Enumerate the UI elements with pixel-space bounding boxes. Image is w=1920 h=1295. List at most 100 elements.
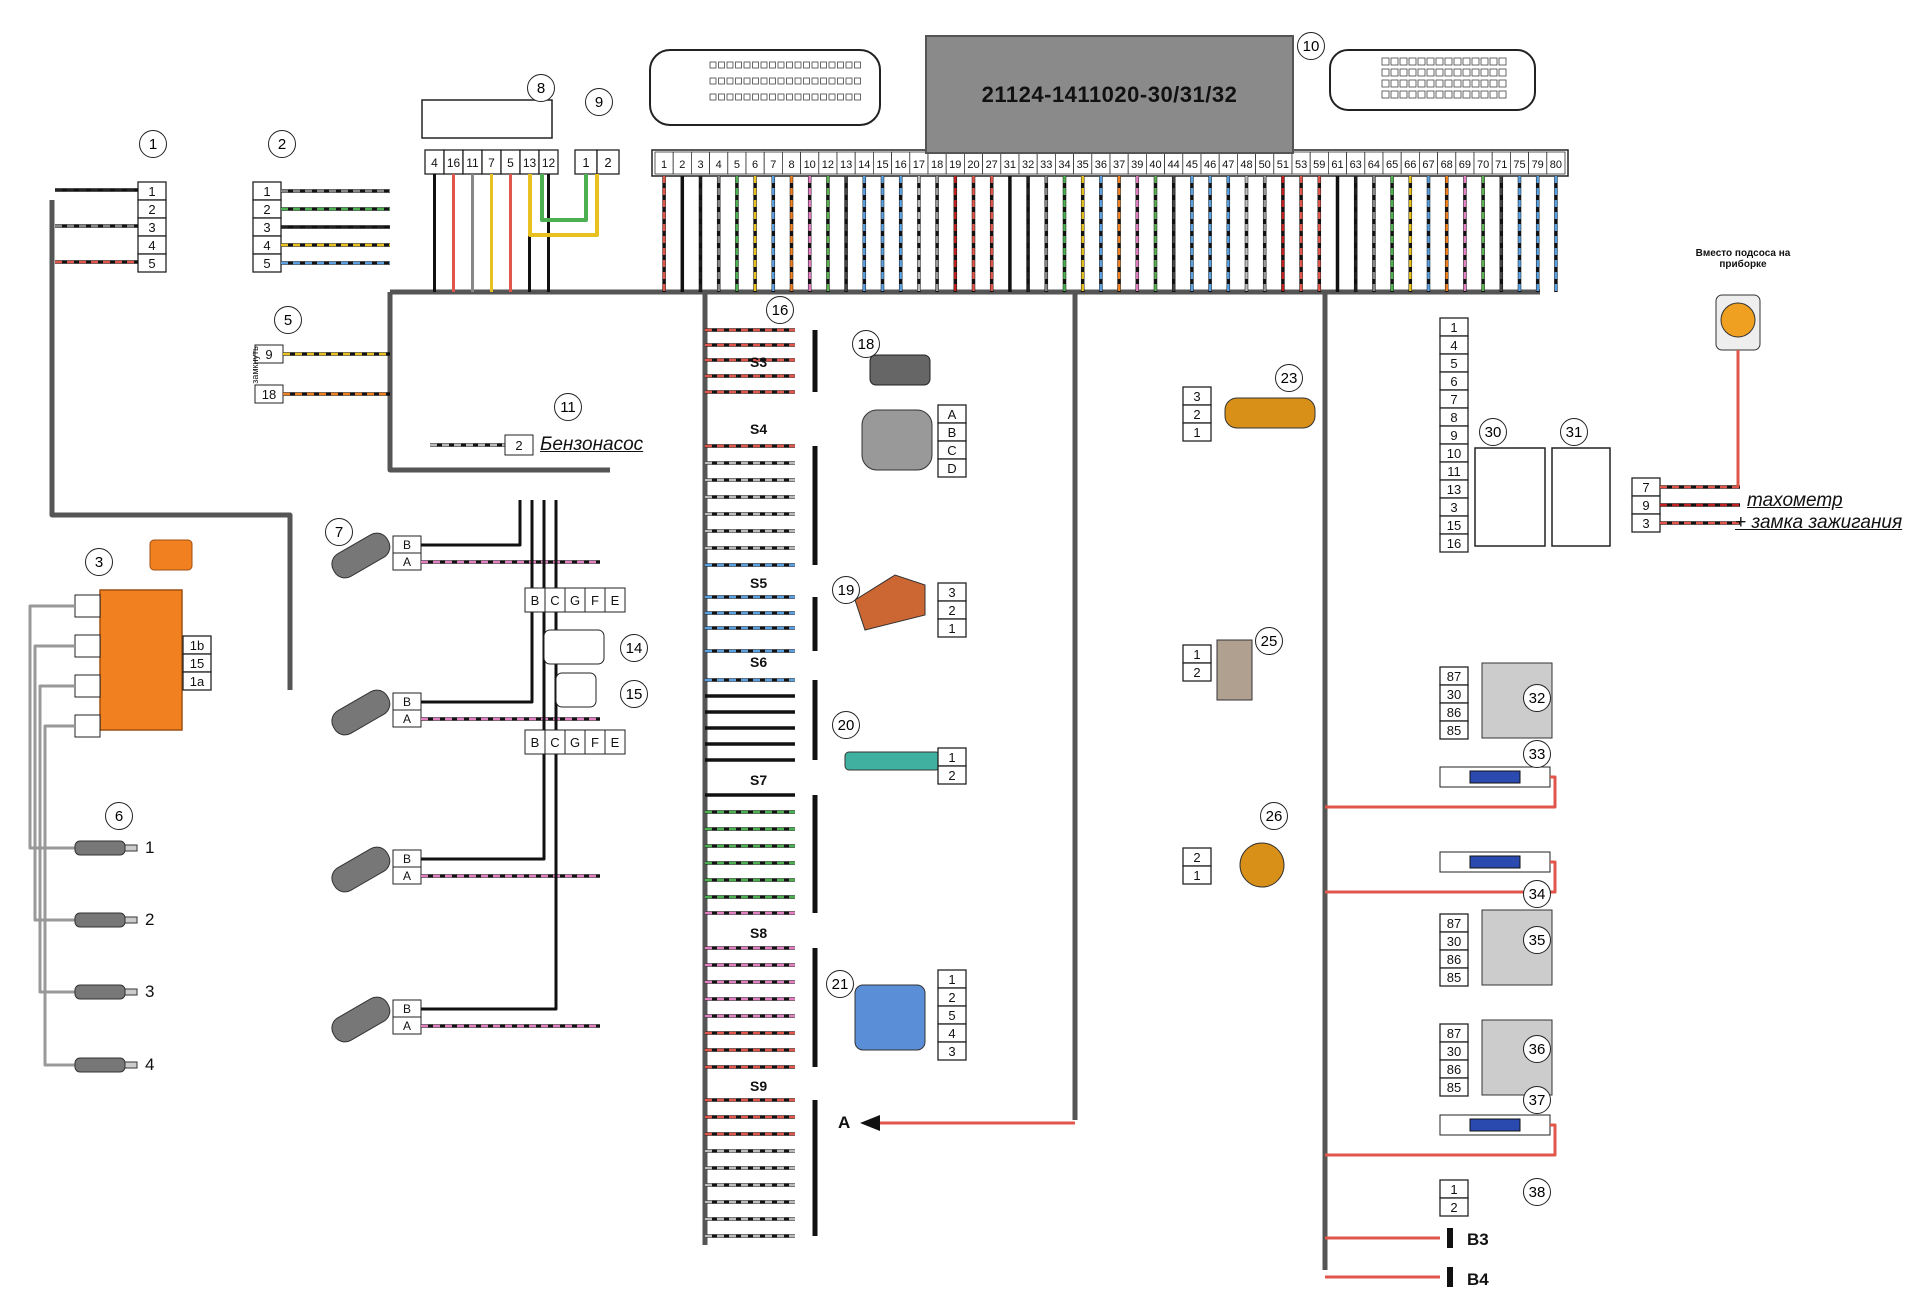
fuel-injector [331, 532, 391, 579]
ecu-connector-pin [1453, 79, 1462, 88]
fuse-37-element [1469, 1118, 1521, 1132]
connector-31-face [1551, 447, 1611, 547]
component-36-badge: 36 [1523, 1035, 1551, 1063]
spark-plug-tip [124, 988, 138, 996]
component-31-badge: 31 [1560, 418, 1588, 446]
relay-32-pin-number: 87 [1447, 669, 1461, 684]
injector-b-wire [421, 500, 546, 861]
ecu-connector-pin [1417, 90, 1426, 99]
ecu-connector-pin [718, 93, 725, 101]
sensor-18-pin [937, 458, 967, 478]
sensor-21-pin [937, 1041, 967, 1061]
ecu-connector-pin [1399, 79, 1408, 88]
ground-b3-label: B3 [1467, 1230, 1489, 1249]
ecu-connector-pin [854, 61, 861, 69]
fuel-injector [331, 689, 391, 736]
right-block-pin-number: 3 [1450, 500, 1457, 515]
relay-35-pin-number: 85 [1447, 970, 1461, 985]
ecu-pin-number: 66 [1404, 159, 1416, 171]
ecu-connector-pin [735, 93, 742, 101]
injector-pin-a-label: A [403, 1019, 411, 1033]
ecu-connector-pin [769, 61, 776, 69]
ecu-connector-pin [752, 77, 759, 85]
ecu-connector-pin [1399, 68, 1408, 77]
injector-b-wire [421, 500, 534, 704]
ecu-connector-pin [803, 93, 810, 101]
ht-lead [43, 724, 75, 1067]
ecu-pin-number: 1 [661, 159, 667, 171]
ecu-pin-number: 71 [1495, 159, 1507, 171]
ecu-block: 21124-1411020-30/31/32 [925, 35, 1294, 154]
connector-8-pin-number: 4 [431, 156, 438, 170]
ground-b4-label: B4 [1467, 1270, 1489, 1289]
right-block-pin [1439, 533, 1469, 553]
splice-s3-label: S3 [750, 354, 768, 370]
connector-14-pin-label: G [570, 593, 580, 608]
component-38-badge: 38 [1523, 1178, 1551, 1206]
ecu-connector-pin [752, 93, 759, 101]
ecu-pin-number: 17 [913, 159, 925, 171]
ecu-connector-pin [718, 61, 725, 69]
sensor-23-pin-number: 3 [1193, 389, 1200, 404]
tacho-connector-pin-number: 9 [1642, 498, 1649, 513]
component-23-badge: 23 [1275, 364, 1303, 392]
ecu-connector-pin [1426, 68, 1435, 77]
ecu-connector-pin [769, 77, 776, 85]
ecu-connector-pin [743, 61, 751, 69]
ecu-pin-number: 40 [1149, 159, 1161, 171]
injector-pin-a-label: A [403, 712, 411, 726]
spark-plug [74, 1057, 126, 1073]
sensor-18-pin-number: B [948, 425, 957, 440]
ignition-module-pin-number: 1a [190, 674, 205, 689]
ecu-pin-number: 19 [949, 159, 961, 171]
ecu-connector-face-left [649, 49, 881, 126]
sensor-26-pin [1182, 865, 1212, 885]
relay-35-pin-number: 30 [1447, 934, 1461, 949]
component-37-badge: 37 [1523, 1086, 1551, 1114]
ecu-pin-number: 5 [734, 159, 740, 171]
ecu-pin-cell [1546, 151, 1566, 175]
ecu-pin-number: 39 [1131, 159, 1143, 171]
fuel-injector [331, 846, 391, 893]
injector-pin-a-label: A [403, 869, 411, 883]
injector-pin-a-label: A [403, 555, 411, 569]
fuel-pump-pin-number: 2 [515, 438, 522, 453]
sensor-26-pin-number: 2 [1193, 850, 1200, 865]
ecu-pin-number: 33 [1040, 159, 1052, 171]
component-21-badge: 21 [826, 970, 854, 998]
ecu-connector-pin [794, 93, 802, 101]
relay-32-pin-number: 86 [1447, 705, 1461, 720]
ecu-pin-number: 44 [1168, 159, 1180, 171]
ecu-connector-pin [1444, 57, 1453, 66]
sensor-19-pin-number: 2 [948, 603, 955, 618]
sensor-18-connector [869, 354, 931, 386]
ecu-connector-pin [760, 93, 768, 101]
spark-plug [74, 840, 126, 856]
ecu-connector-pin [1390, 57, 1399, 66]
ecu-connector-pin [1462, 79, 1471, 88]
fuse-34-element [1469, 855, 1521, 869]
ecu-connector-pin [845, 93, 853, 101]
connector-38-pin [1439, 1197, 1469, 1217]
connector-15-face [555, 672, 597, 708]
ecu-connector-pin [1435, 79, 1444, 88]
ecu-connector-pin [786, 61, 793, 69]
ecu-connector-pin [1453, 68, 1462, 77]
component-15-badge: 15 [620, 680, 648, 708]
relay-35-pin-number: 86 [1447, 952, 1461, 967]
ecu-connector-pin [777, 93, 785, 101]
spark-plug [74, 912, 126, 928]
ecu-connector-pin [803, 77, 810, 85]
ecu-pin-number: 10 [804, 159, 816, 171]
ecu-pin-number: 15 [876, 159, 888, 171]
component-19-badge: 19 [832, 576, 860, 604]
fuse-34-feed [1325, 860, 1557, 894]
ecu-connector-pin [1426, 79, 1435, 88]
injector-pin-b-label: B [403, 1002, 411, 1016]
ecu-connector-pin [1390, 79, 1399, 88]
connector-9-loop-wire-2 [540, 174, 588, 222]
ecu-connector-pin [1381, 79, 1390, 88]
ecu-connector-pin [1408, 79, 1417, 88]
ignition-module-pin-number: 1b [190, 638, 204, 653]
ecu-connector-pin [1390, 90, 1399, 99]
